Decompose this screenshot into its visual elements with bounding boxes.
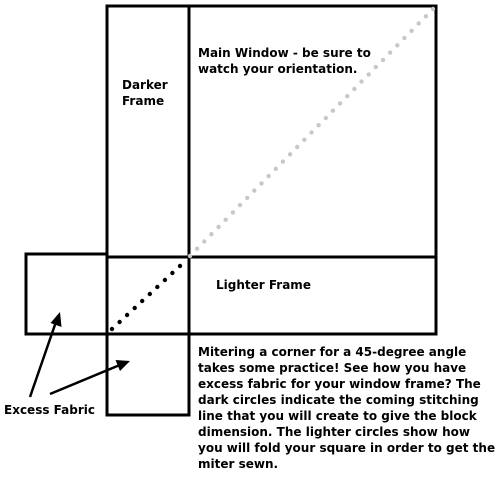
light-circle: [366, 72, 371, 77]
dark-circle: [109, 326, 115, 332]
excess-fabric-label: Excess Fabric: [4, 403, 95, 417]
arrow-bottom-shaft: [49, 360, 128, 396]
darker-frame-rect: [105, 4, 191, 336]
light-circle: [330, 108, 336, 113]
dark-circle: [155, 284, 160, 290]
light-circle: [345, 94, 350, 99]
light-circle: [352, 86, 357, 92]
dark-circle: [147, 291, 152, 297]
light-circles-fold-line: [187, 6, 436, 259]
dark-circle: [132, 305, 137, 311]
light-circle: [187, 253, 193, 259]
light-circle: [302, 137, 307, 142]
light-circle: [252, 188, 257, 193]
main-window-label: Main Window - be sure to watch your orie…: [198, 46, 371, 76]
arrow-bottom-head: [115, 360, 130, 371]
light-circle: [280, 159, 286, 164]
darker-frame-label: Darker Frame: [122, 78, 168, 108]
dark-circle: [170, 270, 175, 276]
light-circle: [395, 43, 400, 48]
dark-circle: [124, 312, 130, 318]
light-circle: [402, 35, 407, 41]
arrow-left-head: [50, 312, 62, 327]
dark-circle: [177, 263, 183, 269]
light-circle: [266, 173, 271, 179]
lighter-frame-label: Lighter Frame: [216, 278, 311, 292]
dark-circle: [140, 298, 145, 304]
description-text: Mitering a corner for a 45-degree angle …: [198, 345, 496, 471]
excess-fabric-bottom-rect: [105, 332, 191, 417]
light-circle: [230, 210, 236, 215]
light-circle: [409, 28, 414, 33]
dark-circle: [162, 277, 168, 283]
light-circle: [287, 152, 293, 157]
dark-circle: [117, 319, 122, 325]
light-circle: [316, 123, 321, 128]
excess-fabric-left-rect: [24, 252, 109, 336]
light-circle: [202, 239, 207, 244]
light-circle: [387, 50, 393, 55]
light-circle: [337, 101, 343, 106]
light-circle: [245, 195, 250, 201]
light-circle: [416, 21, 421, 26]
light-circle: [216, 224, 221, 230]
light-circle: [430, 6, 436, 12]
light-circle: [223, 217, 228, 222]
lighter-frame-rect: [105, 255, 438, 336]
light-circle: [237, 202, 243, 208]
light-circle: [359, 79, 364, 84]
light-circle: [323, 115, 328, 121]
arrow-left-shaft: [28, 315, 60, 398]
light-circle: [309, 130, 314, 135]
light-circle: [259, 181, 264, 186]
light-circle: [373, 64, 378, 70]
light-circle: [423, 14, 429, 19]
light-circle: [380, 57, 386, 63]
light-circle: [295, 144, 300, 150]
light-circle: [194, 246, 200, 251]
dark-circles-stitch-line: [109, 263, 183, 332]
light-circle: [273, 166, 278, 171]
light-circle: [209, 232, 214, 237]
